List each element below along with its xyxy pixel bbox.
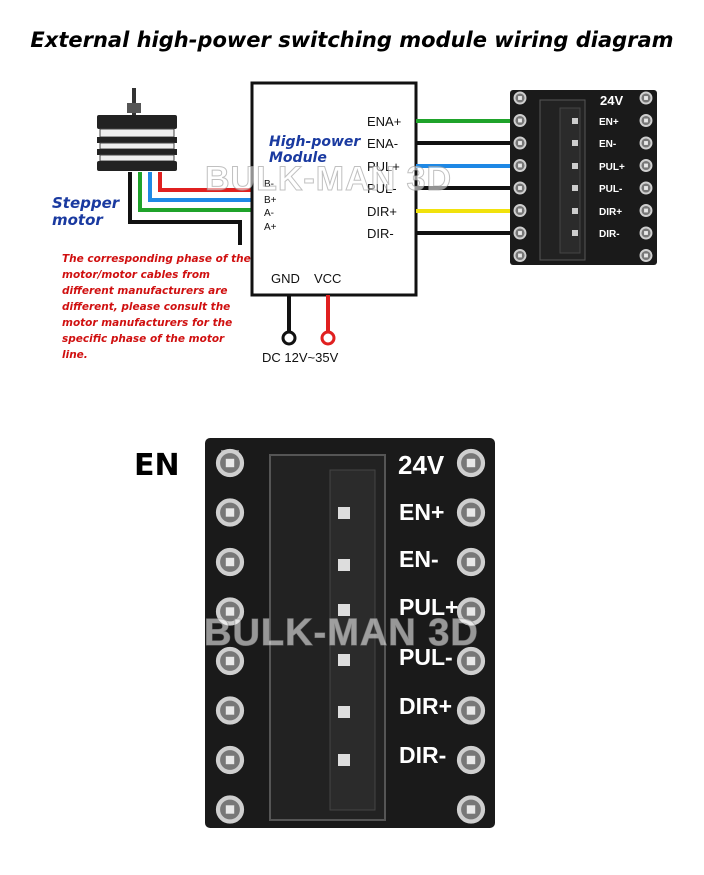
motor-pin-3: A+ xyxy=(264,222,277,233)
small-board-pad-right xyxy=(639,114,653,127)
large-board-pad-right xyxy=(456,745,486,775)
module-input-pul-minus: PUL- xyxy=(367,181,397,196)
small-board-contact xyxy=(572,185,578,191)
large-board-pin-label: PUL+ xyxy=(399,594,458,620)
large-board-pad-right xyxy=(456,448,486,478)
small-board-pin-label: EN- xyxy=(599,139,616,150)
small-board-pin-label: PUL+ xyxy=(599,162,625,173)
large-board-pin-label: EN- xyxy=(399,546,439,572)
module-input-dir-plus: DIR+ xyxy=(367,204,397,219)
small-board-pin-label: DIR+ xyxy=(599,207,622,218)
motor-pin-2: A- xyxy=(264,208,274,219)
small-board-pad-left xyxy=(513,226,527,240)
watermark-bottom: BULK-MAN 3D xyxy=(204,612,479,655)
watermark-top: BULK-MAN 3D xyxy=(204,160,453,199)
motor-label-line2: motor xyxy=(52,211,103,229)
large-board-voltage: 24V xyxy=(398,450,445,480)
small-board-pin-label: EN+ xyxy=(599,117,619,128)
large-board-pad-right xyxy=(456,547,486,577)
small-board-pad-left xyxy=(513,114,527,127)
large-board-pad-right xyxy=(456,597,486,626)
motor-pin-0: B- xyxy=(264,179,274,190)
small-board-pad-left xyxy=(513,204,527,217)
diagram-title: External high-power switching module wir… xyxy=(30,28,674,52)
module-label-line1: High-power xyxy=(269,134,361,150)
small-board-pad-left xyxy=(513,91,527,105)
small-board-contact xyxy=(572,163,578,169)
large-board-pad-right xyxy=(456,696,486,725)
power-leads xyxy=(281,295,336,346)
small-board-pad-right xyxy=(639,249,653,262)
stepper-motor-icon xyxy=(97,88,177,171)
small-board-contact xyxy=(572,208,578,214)
small-board-pad-right xyxy=(639,226,653,240)
small-board-pin-label: PUL- xyxy=(599,184,622,195)
small-board-pad-right xyxy=(639,159,653,172)
large-board-pin-label: DIR- xyxy=(399,742,446,768)
large-board-contact xyxy=(338,507,350,519)
power-supply-label: DC 12V~35V xyxy=(262,350,339,365)
large-board-pad-left xyxy=(215,547,245,577)
motor-wires xyxy=(128,172,260,245)
vcc-terminal-icon xyxy=(320,330,336,346)
stepper-motor-label: Stepper motor xyxy=(52,195,119,229)
module-box xyxy=(250,81,418,297)
small-board-contact xyxy=(572,230,578,236)
large-driver-board: 24V EN+ EN- PUL+ PUL- DIR+ DIR- xyxy=(205,438,495,828)
large-board-contact xyxy=(338,654,350,666)
small-board-pin-label: DIR- xyxy=(599,229,620,240)
en-label: EN xyxy=(134,448,180,483)
large-board-contact xyxy=(338,604,350,616)
small-board-pad-left xyxy=(513,181,527,195)
gnd-terminal-icon xyxy=(281,330,297,346)
small-board-voltage: 24V xyxy=(600,93,623,108)
module-input-pul-plus: PUL+ xyxy=(367,159,400,174)
phase-note: The corresponding phase of the motor/mot… xyxy=(62,253,251,361)
module-label: High-power Module xyxy=(269,134,360,166)
small-board-pad-right xyxy=(639,181,653,195)
large-board-pad-right xyxy=(456,795,486,824)
vcc-label: VCC xyxy=(314,271,341,286)
large-board-pad-left xyxy=(215,646,245,676)
large-board-pad-left xyxy=(215,745,245,775)
large-board-pad-left xyxy=(215,498,245,527)
large-board-pad-left xyxy=(215,795,245,824)
small-board-pad-right xyxy=(639,136,653,150)
gnd-label: GND xyxy=(271,271,300,286)
large-board-pin-label: PUL- xyxy=(399,644,453,670)
small-board-pad-right xyxy=(639,204,653,217)
small-board-contact xyxy=(572,140,578,146)
large-board-pad-right xyxy=(456,646,486,676)
small-board-pad-left xyxy=(513,249,527,262)
large-board-pad-left xyxy=(215,696,245,725)
large-board-pin-label: EN+ xyxy=(399,499,444,525)
large-board-pad-left xyxy=(215,448,245,478)
large-board-contact xyxy=(338,706,350,718)
motor-label-line1: Stepper xyxy=(52,194,120,212)
small-board-pad-left xyxy=(513,159,527,172)
large-board-pad-right xyxy=(456,498,486,527)
small-board-pad-right xyxy=(639,91,653,105)
module-input-ena-plus: ENA+ xyxy=(367,114,401,129)
module-label-line2: Module xyxy=(269,150,327,166)
motor-pin-1: B+ xyxy=(264,195,277,206)
module-input-ena-minus: ENA- xyxy=(367,136,398,151)
large-board-contact xyxy=(338,559,350,571)
small-board-contact xyxy=(572,118,578,124)
small-board-pad-left xyxy=(513,136,527,150)
large-board-contact xyxy=(338,754,350,766)
module-input-dir-minus: DIR- xyxy=(367,226,394,241)
small-driver-board: 24V EN+ EN- PUL+ PUL- DIR+ DIR- xyxy=(510,90,657,265)
large-board-pin-label: DIR+ xyxy=(399,693,452,719)
large-board-pad-left xyxy=(215,597,245,626)
